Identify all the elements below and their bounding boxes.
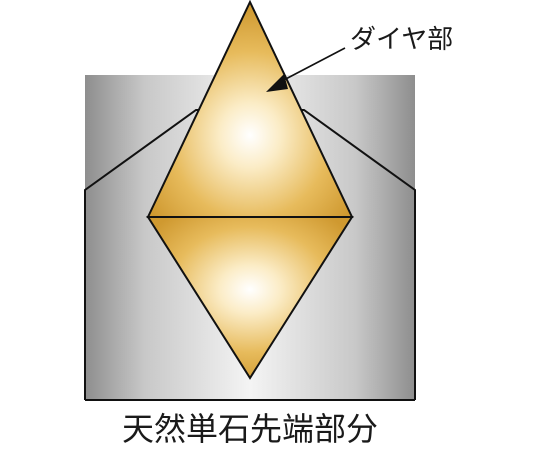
callout-label: ダイヤ部 bbox=[350, 25, 453, 55]
diagram-caption: 天然単石先端部分 bbox=[122, 410, 378, 448]
callout-arrowhead bbox=[266, 74, 288, 92]
diamond-lower bbox=[146, 216, 354, 380]
callout-leader-line bbox=[279, 47, 346, 83]
